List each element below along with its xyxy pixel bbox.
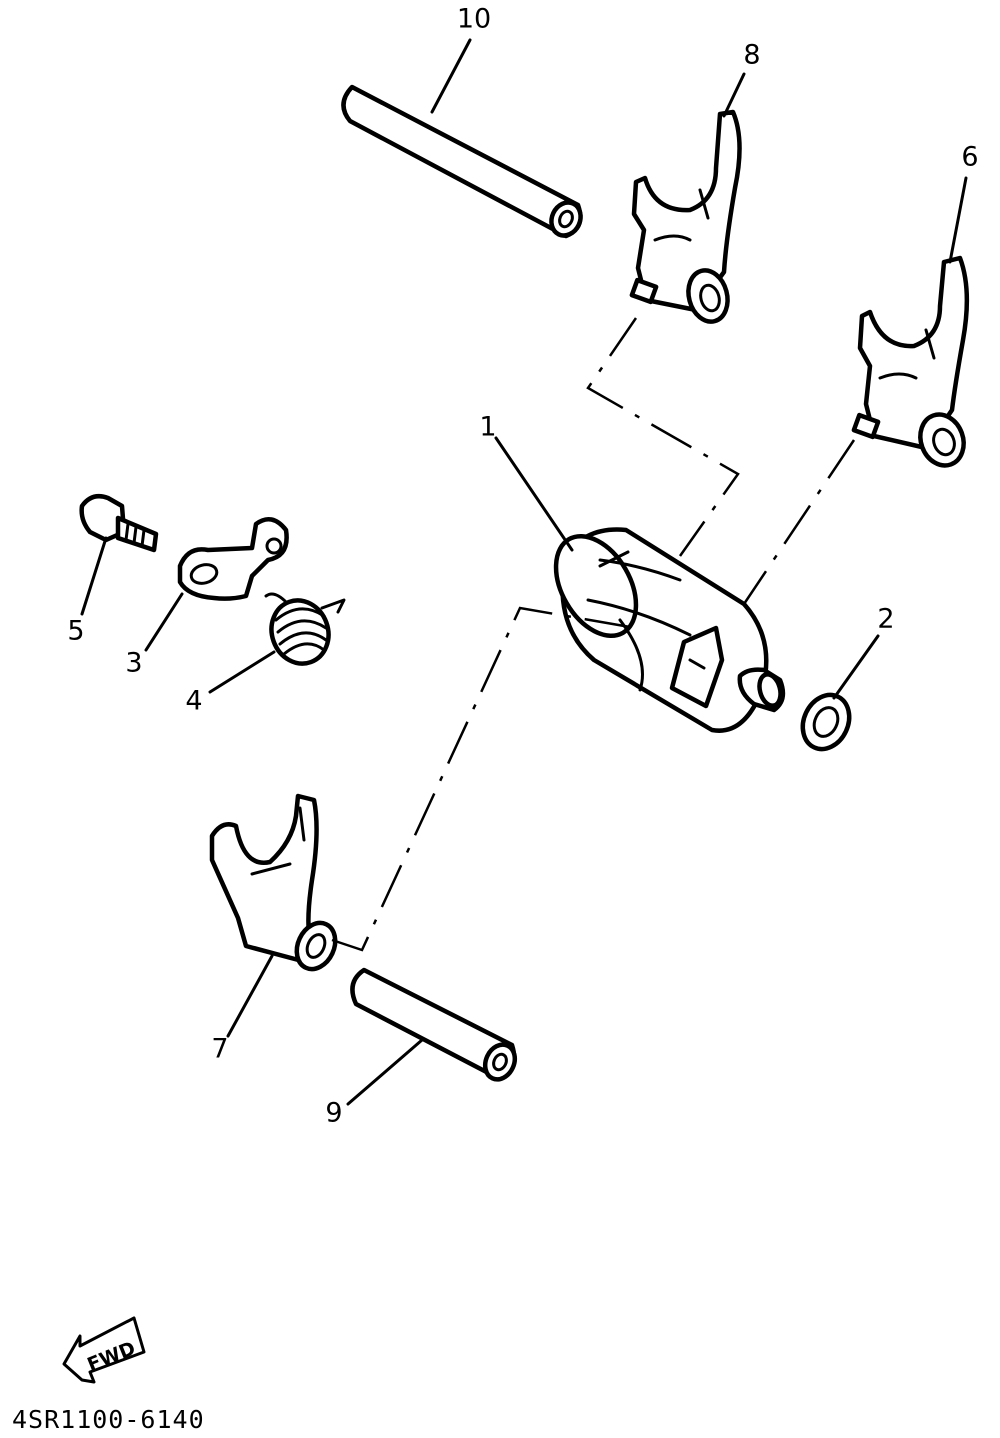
assembly-line-fork-8-to-drum [586, 317, 740, 557]
part-5-bolt[interactable] [79, 494, 159, 553]
leader-1 [494, 436, 574, 552]
leader-5 [80, 536, 108, 616]
part-6-shift-fork[interactable] [851, 255, 971, 472]
part-1-shift-drum[interactable] [540, 522, 786, 733]
callout-4: 4 [185, 686, 202, 717]
fwd-arrow-icon: FWD [62, 1316, 146, 1384]
assembly-line-fork-6-to-drum [742, 439, 856, 605]
part-10-guide-bar[interactable] [341, 84, 585, 240]
part-2-washer[interactable] [794, 687, 858, 756]
part-4-torsion-spring[interactable] [263, 592, 346, 671]
leader-9 [346, 1038, 424, 1106]
callout-2: 2 [877, 604, 894, 635]
leader-lines [80, 38, 968, 1106]
leader-2 [832, 634, 880, 700]
callout-8: 8 [743, 40, 760, 71]
callout-labels: 10 8 6 1 2 5 3 4 7 9 [67, 4, 978, 1129]
leader-10 [430, 38, 472, 114]
leader-8 [722, 72, 746, 118]
assembly-line-fork-7-to-drum [331, 606, 637, 952]
callout-1: 1 [479, 412, 496, 443]
leader-4 [208, 650, 276, 694]
assembly-lines [331, 317, 856, 952]
drawing-code: 4SR1100-6140 [12, 1405, 205, 1434]
callout-5: 5 [67, 616, 84, 647]
callout-10: 10 [457, 4, 491, 35]
leader-6 [948, 176, 968, 264]
callout-6: 6 [961, 142, 978, 173]
part-3-stopper-lever[interactable] [177, 516, 289, 601]
leader-7 [226, 954, 274, 1038]
part-7-shift-fork[interactable] [209, 793, 342, 975]
part-9-guide-bar[interactable] [350, 967, 520, 1084]
leader-3 [144, 592, 184, 652]
part-8-shift-fork[interactable] [629, 109, 742, 326]
callout-3: 3 [125, 648, 142, 679]
callout-7: 7 [211, 1034, 228, 1065]
callout-9: 9 [325, 1098, 342, 1129]
